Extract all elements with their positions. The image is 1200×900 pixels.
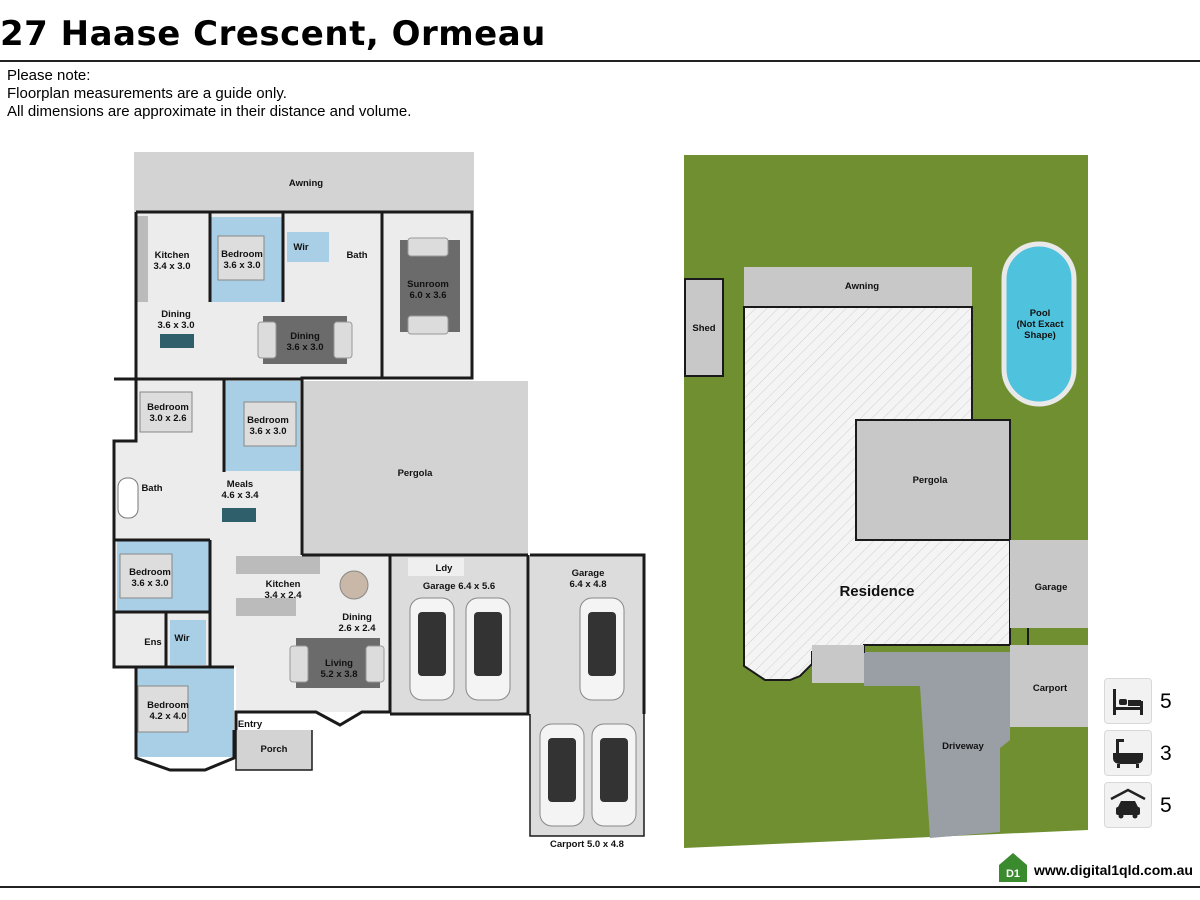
site-label-pool: Shape) xyxy=(1024,330,1056,341)
label-carport: Carport 5.0 x 4.8 xyxy=(550,839,624,850)
driveway xyxy=(864,652,1010,838)
pergola-area xyxy=(302,381,528,555)
label-porch: Porch xyxy=(261,744,288,755)
label-entry: Entry xyxy=(238,719,263,730)
footer-divider xyxy=(0,886,1200,888)
site-label-driveway: Driveway xyxy=(942,741,984,752)
label-garage-2: Garage xyxy=(572,568,605,579)
bed-icon xyxy=(1104,678,1152,724)
note-line: All dimensions are approximate in their … xyxy=(7,103,412,120)
floor-plan: Awning Kitchen 3.4 x 3.0 Bedroom 3.6 x 3… xyxy=(112,152,646,850)
page-title: 27 Haase Crescent, Ormeau xyxy=(0,14,546,54)
site-label-residence: Residence xyxy=(839,583,914,600)
label-pergola: Pergola xyxy=(398,468,434,479)
site-shed xyxy=(684,278,724,377)
label-garage-2-size: 6.4 x 4.8 xyxy=(570,579,607,590)
label-sunroom: Sunroom xyxy=(407,279,449,290)
label-meals: Meals xyxy=(227,479,253,490)
note-heading: Please note: xyxy=(7,67,91,84)
note-line: Floorplan measurements are a guide only. xyxy=(7,85,287,102)
label-bath-2: Bath xyxy=(141,483,162,494)
porch-area xyxy=(236,730,312,770)
logo-text: D1 xyxy=(1006,868,1020,880)
site-label-pool: (Not Exact xyxy=(1017,319,1065,330)
label-laundry: Ldy xyxy=(436,563,454,574)
label-ensuite: Ens xyxy=(144,637,161,648)
car-icon xyxy=(1104,782,1152,828)
label-dining-3-size: 2.6 x 2.4 xyxy=(339,623,377,634)
car-space-count: 5 xyxy=(1160,794,1172,817)
site-label-awning: Awning xyxy=(845,281,879,292)
awning-area xyxy=(134,152,474,212)
site-label-shed: Shed xyxy=(692,323,715,334)
bathtub-icon xyxy=(1104,730,1152,776)
label-bedroom-4-size: 3.6 x 3.0 xyxy=(132,578,169,589)
company-logo: D1 xyxy=(996,850,1030,889)
label-meals-size: 4.6 x 3.4 xyxy=(222,490,260,501)
label-wir-2: Wir xyxy=(174,633,190,644)
site-label-garage: Garage xyxy=(1035,582,1068,593)
label-kitchen-2-size: 3.4 x 2.4 xyxy=(265,590,303,601)
title-divider xyxy=(0,60,1200,62)
label-kitchen-1-size: 3.4 x 3.0 xyxy=(154,261,191,272)
label-bath-1: Bath xyxy=(346,250,367,261)
site-plan: Awning Shed Pool (Not Exact Shape) Pergo… xyxy=(684,155,1088,848)
label-bedroom-3-size: 3.6 x 3.0 xyxy=(250,426,287,437)
site-awning xyxy=(744,267,972,307)
disclaimer-notes: Please note: Floorplan measurements are … xyxy=(7,67,411,121)
bathroom-count: 3 xyxy=(1160,742,1172,765)
label-bedroom-2-size: 3.0 x 2.6 xyxy=(150,413,187,424)
label-awning: Awning xyxy=(289,178,323,189)
label-bedroom-5: Bedroom xyxy=(147,700,189,711)
label-bedroom-3: Bedroom xyxy=(247,415,289,426)
label-dining-1: Dining xyxy=(161,309,191,320)
site-label-pergola: Pergola xyxy=(913,475,949,486)
label-garage-1: Garage 6.4 x 5.6 xyxy=(423,581,495,592)
website-link[interactable]: www.digital1qld.com.au xyxy=(1034,862,1193,878)
label-bedroom-1-size: 3.6 x 3.0 xyxy=(224,260,261,271)
label-wir-1: Wir xyxy=(293,242,309,253)
site-label-pool: Pool xyxy=(1030,308,1051,319)
label-dining-2-size: 3.6 x 3.0 xyxy=(287,342,324,353)
label-living-size: 5.2 x 3.8 xyxy=(321,669,358,680)
label-dining-1-size: 3.6 x 3.0 xyxy=(158,320,195,331)
site-carport xyxy=(1010,645,1088,727)
bedroom-count: 5 xyxy=(1160,690,1172,713)
label-dining-2: Dining xyxy=(290,331,320,342)
site-garage xyxy=(1010,540,1088,628)
site-label-carport: Carport xyxy=(1033,683,1068,694)
room-wir-1 xyxy=(287,232,329,262)
label-bedroom-5-size: 4.2 x 4.0 xyxy=(150,711,187,722)
label-bedroom-1: Bedroom xyxy=(221,249,263,260)
label-kitchen-2: Kitchen xyxy=(266,579,301,590)
label-bedroom-4: Bedroom xyxy=(129,567,171,578)
label-sunroom-size: 6.0 x 3.6 xyxy=(410,290,447,301)
label-living: Living xyxy=(325,658,353,669)
site-pool xyxy=(1001,241,1077,407)
label-dining-3: Dining xyxy=(342,612,372,623)
label-kitchen-1: Kitchen xyxy=(155,250,190,261)
label-bedroom-2: Bedroom xyxy=(147,402,189,413)
